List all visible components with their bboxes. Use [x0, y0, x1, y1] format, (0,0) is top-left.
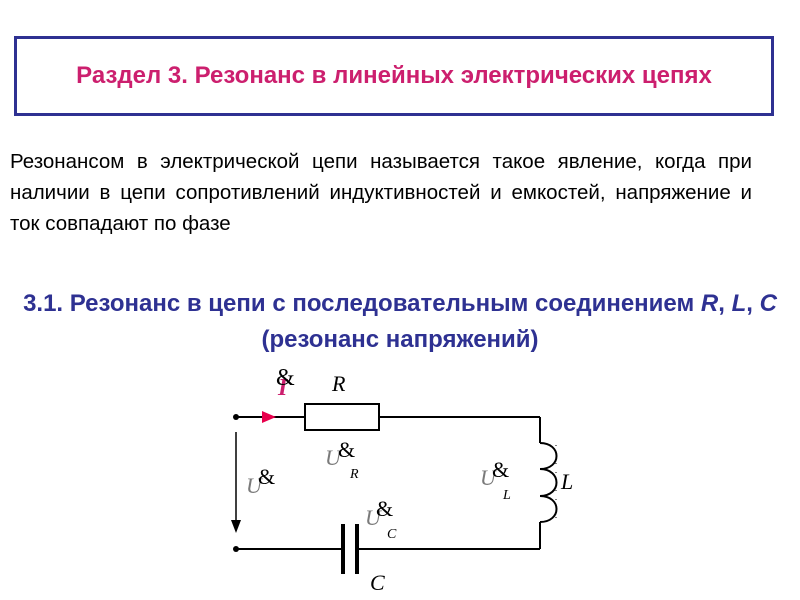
section-heading: 3.1. Резонанс в цепи с последовательным …: [23, 290, 777, 353]
voltage-l-label: U: [480, 465, 498, 490]
section-l: L: [731, 290, 747, 317]
inductor: [539, 442, 558, 523]
section-c: C: [759, 290, 777, 317]
page-title: Раздел 3. Резонанс в линейных электричес…: [76, 62, 712, 89]
section-r: R: [700, 290, 719, 317]
voltage-r-label: U: [325, 445, 343, 470]
voltage-r-sub: R: [349, 467, 359, 482]
voltage-c-dot-mark: &: [376, 496, 393, 521]
terminal-top: [233, 414, 239, 420]
voltage-r-dot-mark: &: [338, 437, 355, 462]
terminal-bottom: [233, 546, 239, 552]
current-label: I: [277, 375, 289, 401]
voltage-source-dot-mark: &: [258, 464, 275, 489]
current-dot-mark: &: [276, 365, 295, 391]
voltage-l-sub: L: [502, 488, 511, 503]
title-box: Раздел 3. Резонанс в линейных электричес…: [14, 36, 774, 116]
current-arrow: [262, 411, 276, 423]
resistor: [304, 403, 380, 431]
capacitor-label: C: [370, 570, 385, 595]
voltage-arrow-head: [231, 520, 241, 533]
inductor-label: L: [560, 469, 573, 494]
resistor-label: R: [331, 371, 346, 396]
voltage-l-dot-mark: &: [492, 457, 509, 482]
voltage-c-sub: C: [387, 527, 397, 542]
section-number: 3.1.: [23, 290, 64, 317]
section-text-after: (резонанс напряжений): [261, 326, 539, 353]
voltage-source-label: U: [246, 473, 264, 498]
resonance-definition: Резонансом в электрической цепи называет…: [10, 150, 752, 235]
voltage-c-label: U: [365, 505, 383, 530]
section-text-before: Резонанс в цепи с последовательным соеди…: [69, 290, 695, 317]
